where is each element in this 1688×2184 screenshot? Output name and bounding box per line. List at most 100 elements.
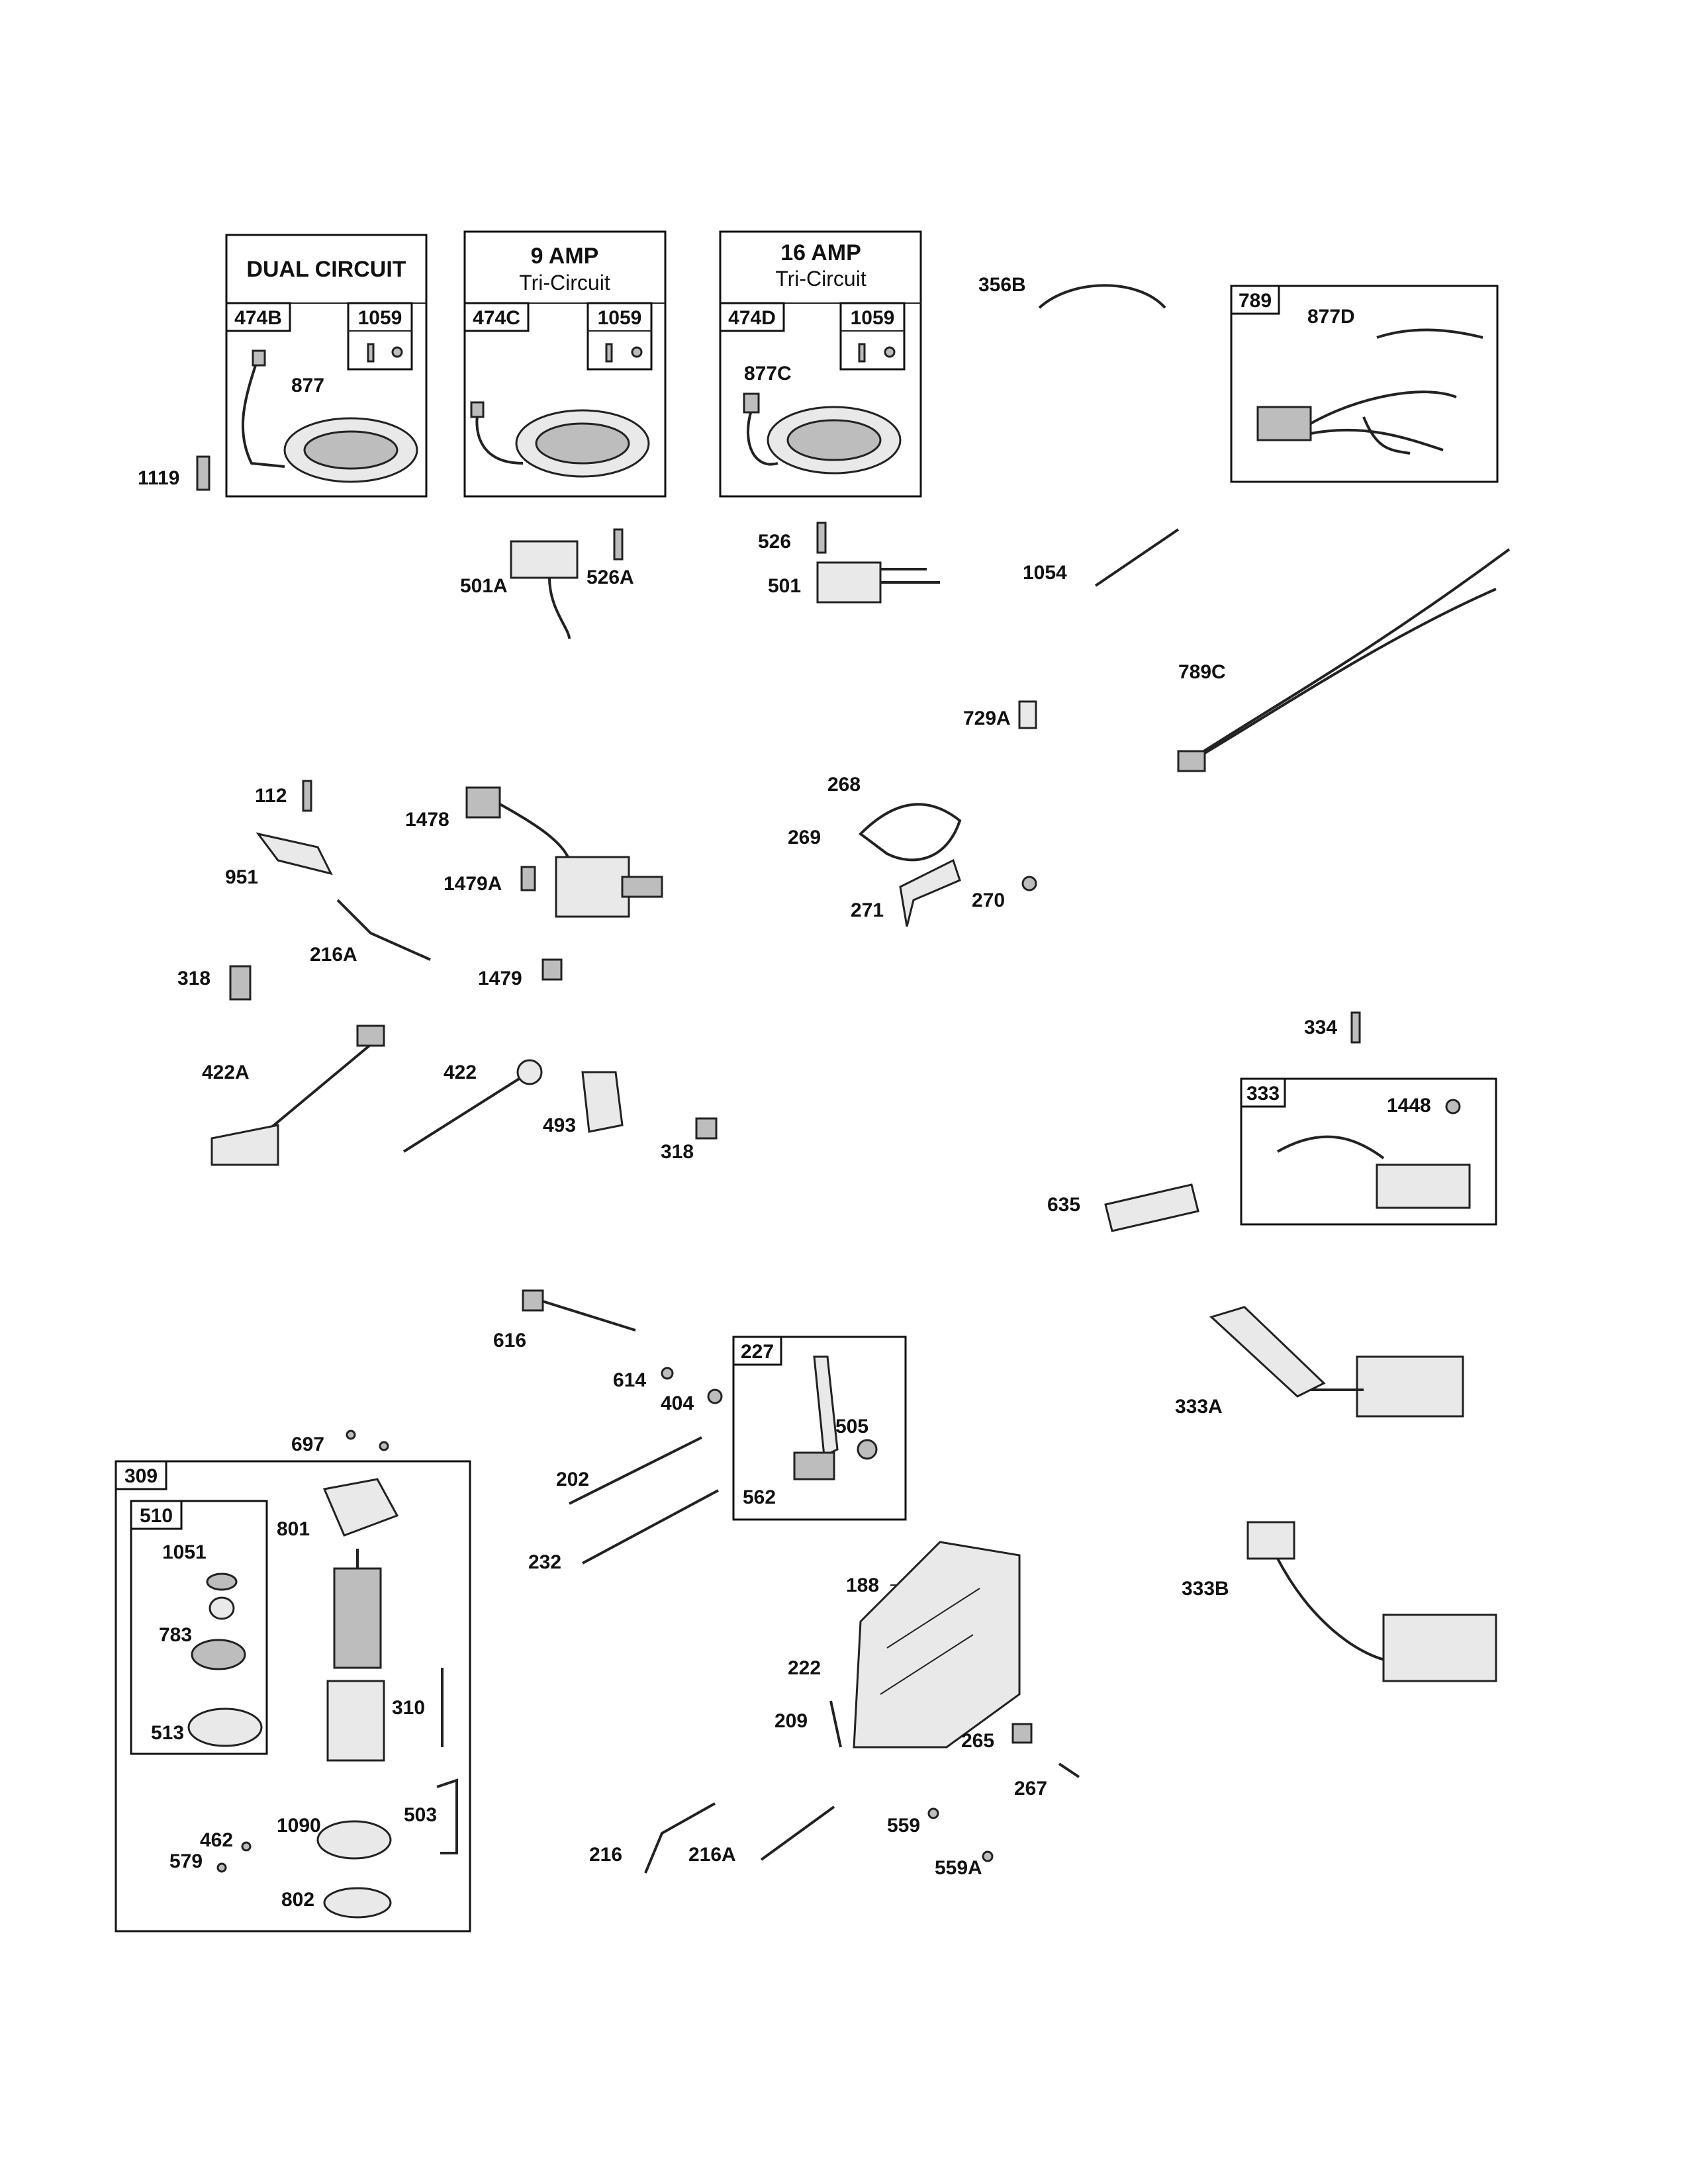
part-label: 318	[661, 1141, 694, 1163]
wire-label: 877	[291, 375, 324, 396]
part-label: 493	[543, 1115, 576, 1136]
part-label: 404	[661, 1392, 694, 1414]
kit-harness-789: 789 877D	[1230, 285, 1499, 483]
nut	[541, 958, 563, 981]
box-part-label: 333	[1246, 1083, 1280, 1105]
sub-part-label: 1059	[358, 307, 402, 329]
bracket	[436, 1778, 458, 1854]
governor-link	[569, 1436, 702, 1505]
connector	[1256, 406, 1312, 441]
part-label: 635	[1047, 1194, 1080, 1216]
spring	[829, 1700, 842, 1748]
part-label: 579	[169, 1850, 203, 1872]
kit-part-label: 789	[1239, 290, 1272, 312]
kit-subtitle: Tri-Circuit	[519, 271, 610, 295]
kit-subtitle: Tri-Circuit	[775, 267, 867, 291]
part-label: 729A	[963, 707, 1011, 729]
kit-title: DUAL CIRCUIT	[246, 257, 406, 282]
screw	[816, 522, 827, 554]
screw	[1350, 1011, 1361, 1044]
part-label: 1051	[162, 1541, 207, 1563]
nut	[695, 1117, 718, 1140]
starter-cap	[322, 1478, 399, 1537]
fuel-solenoid	[465, 786, 663, 918]
starter-housing	[326, 1680, 385, 1762]
part-label: 559	[887, 1815, 920, 1837]
part-label: 1479	[478, 968, 522, 989]
part-label: 513	[151, 1722, 184, 1744]
part-label: 333B	[1182, 1578, 1229, 1600]
part-label: 310	[392, 1697, 425, 1719]
part-label: 1479A	[444, 873, 502, 895]
part-label: 422A	[202, 1062, 250, 1083]
part-label: 222	[788, 1657, 821, 1679]
choke-lever	[899, 858, 961, 927]
part-label: 801	[277, 1518, 310, 1540]
part-label: 268	[827, 774, 861, 796]
part-label: 802	[281, 1889, 314, 1911]
sub-part-label: 1059	[851, 307, 895, 329]
armature	[333, 1567, 382, 1669]
wire-label: 877C	[744, 363, 792, 385]
part-label: 789C	[1178, 661, 1226, 683]
part-label: 526	[758, 531, 791, 553]
part-label: 318	[177, 968, 211, 989]
control-rod	[402, 1071, 531, 1153]
starter-box-309: 309 510 1051 801 783 513 310 503 462 579…	[115, 1460, 471, 1933]
part-label: 422	[444, 1062, 477, 1083]
part-label: 209	[774, 1710, 808, 1732]
pinion-gear	[191, 1639, 246, 1670]
part-label: 216A	[688, 1844, 736, 1866]
ignition-coil	[1376, 1163, 1471, 1209]
wire-label: 877D	[1307, 306, 1355, 328]
part-label: 697	[291, 1433, 324, 1455]
part-label: 356B	[978, 274, 1026, 296]
part-label: 783	[159, 1624, 192, 1646]
kit-part-label: 474D	[728, 307, 776, 329]
link	[760, 1805, 835, 1861]
part-label: 267	[1014, 1778, 1047, 1799]
part-label: 269	[788, 827, 821, 848]
part-label: 270	[972, 889, 1005, 911]
screw	[1058, 1762, 1080, 1778]
ignition-box-333: 333 1448	[1240, 1077, 1497, 1226]
part-label: 334	[1304, 1017, 1337, 1038]
throttle-lever	[813, 1355, 839, 1458]
part-label: 526A	[586, 567, 634, 588]
kit-part-label: 474B	[234, 307, 282, 329]
clip	[1018, 700, 1037, 729]
end-cap	[323, 1887, 392, 1919]
throttle-link	[582, 1489, 719, 1565]
part-label: 1119	[138, 467, 179, 489]
part-label: 216	[589, 1844, 622, 1866]
part-label: 501A	[460, 575, 508, 597]
brush-plate	[316, 1820, 392, 1860]
washer	[1021, 876, 1037, 891]
screw	[302, 780, 312, 812]
choke-cable	[858, 803, 962, 862]
part-label: 503	[404, 1804, 437, 1826]
part-label: 614	[613, 1369, 646, 1391]
control-bracket	[853, 1541, 1021, 1749]
bracket	[256, 832, 333, 876]
wiring-harness	[1177, 548, 1511, 769]
spark-boot	[1104, 1183, 1199, 1232]
bolt	[229, 965, 252, 1001]
screw	[613, 528, 624, 561]
part-label: 616	[493, 1330, 526, 1351]
part-label: 202	[556, 1469, 589, 1490]
kit-9-amp: 9 AMP Tri-Circuit 474C 1059	[463, 230, 667, 498]
part-label: 271	[851, 899, 884, 921]
rectifier	[510, 540, 579, 579]
cable-tie	[1094, 528, 1180, 587]
part-label: 1054	[1023, 562, 1067, 584]
part-label: 188	[846, 1574, 879, 1596]
part-label: 333A	[1175, 1396, 1223, 1418]
kit-title: 16 AMP	[780, 240, 861, 265]
kit-part-label: 474C	[473, 307, 520, 329]
drive-box-510: 510	[130, 1500, 268, 1755]
part-label: 462	[200, 1829, 233, 1851]
clip	[1011, 1723, 1033, 1744]
kit-dual-circuit: DUAL CIRCUIT 474B 1059 877	[225, 234, 428, 498]
